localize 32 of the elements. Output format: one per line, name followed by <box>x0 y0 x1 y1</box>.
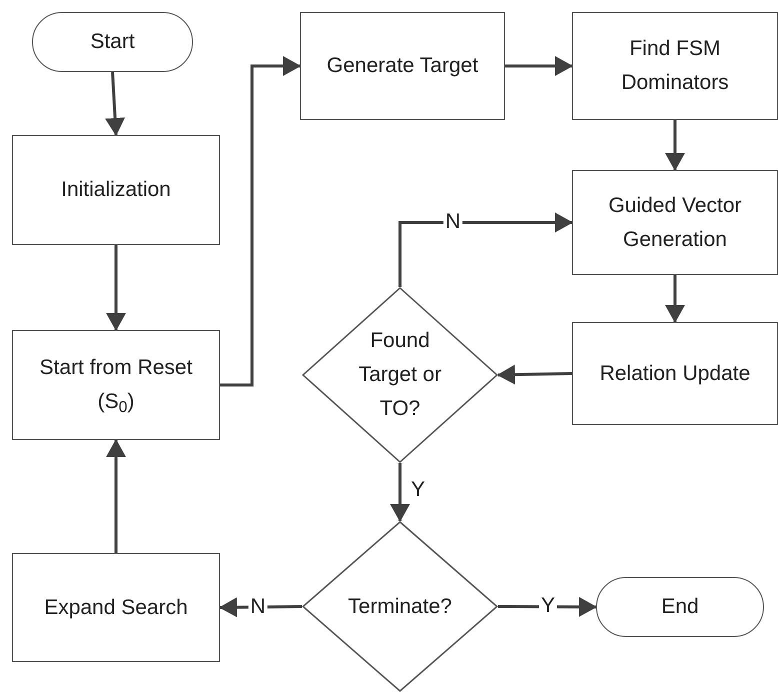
node-label: Initialization <box>61 177 171 203</box>
arrow <box>497 364 572 385</box>
arrow <box>398 212 573 287</box>
arrow <box>220 56 301 386</box>
node-label: Find FSM Dominators <box>620 36 730 96</box>
process-box <box>300 12 505 120</box>
arrow <box>665 275 685 323</box>
arrow <box>390 463 410 522</box>
arrow <box>106 245 126 331</box>
process-box <box>572 12 778 120</box>
node-label: Terminate? <box>348 594 452 620</box>
arrow <box>105 72 126 136</box>
process-box <box>12 553 220 662</box>
process-box <box>12 330 220 440</box>
node-label: Start <box>90 29 135 55</box>
arrow <box>498 596 597 617</box>
node-label: Start from Reset (S$_{0}$) <box>38 355 194 418</box>
process-box <box>572 170 778 275</box>
node-label: Expand Search <box>44 594 188 620</box>
node-label: Found Target or TO? <box>358 328 442 422</box>
arrow <box>219 597 302 618</box>
node-label: Guided Vector Generation <box>607 192 743 252</box>
node-label: Relation Update <box>600 360 750 386</box>
node-label: Generate Target <box>326 53 478 79</box>
decision-diamond <box>302 521 498 692</box>
process-box <box>12 135 220 245</box>
arrow <box>505 56 573 76</box>
decision-diamond <box>302 287 498 463</box>
process-box <box>572 322 778 425</box>
arrow <box>665 120 685 171</box>
arrow <box>106 439 126 553</box>
node-label: End <box>661 594 699 620</box>
